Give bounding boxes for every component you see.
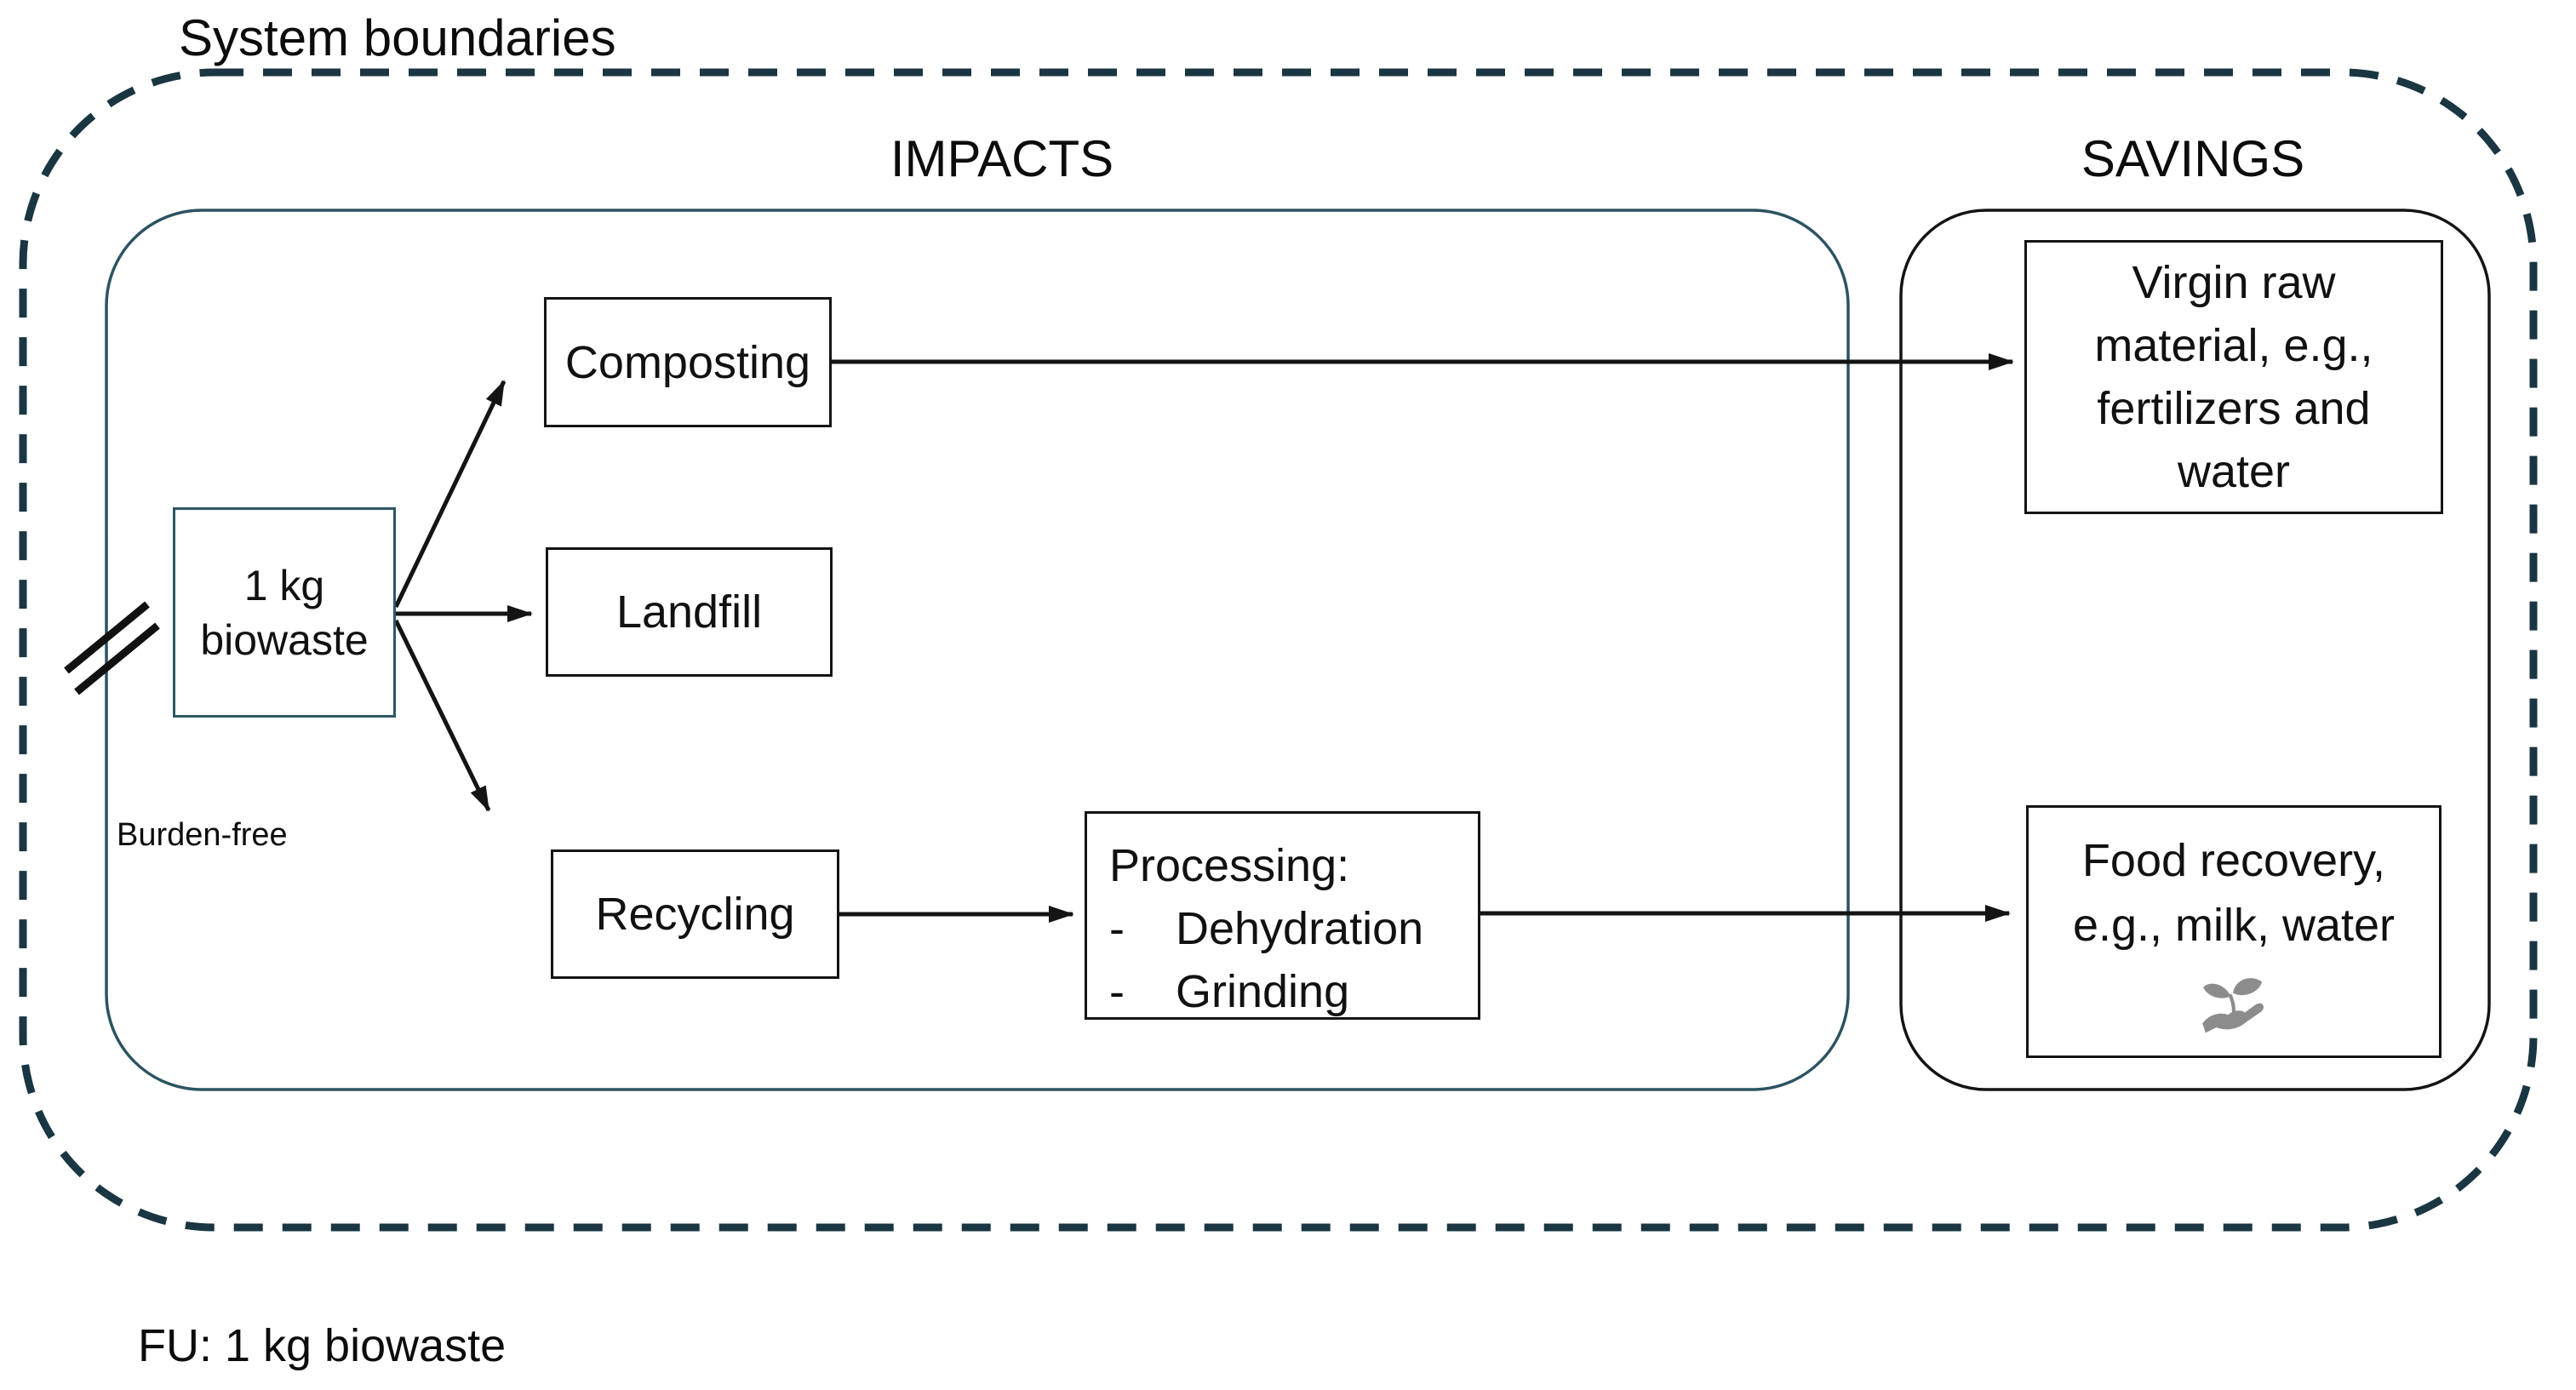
recycling-label: Recycling xyxy=(595,889,795,940)
biowaste-node: 1 kg biowaste xyxy=(173,507,396,718)
processing-item-dehydration: - Dehydration xyxy=(1109,897,1423,960)
biowaste-label-line1: 1 kg xyxy=(243,561,325,609)
savings-heading: SAVINGS xyxy=(2081,130,2305,187)
processing-node: Processing: - Dehydration - Grinding xyxy=(1085,811,1480,1020)
composting-label: Composting xyxy=(564,336,811,388)
impacts-container-outline xyxy=(105,209,1850,1091)
arrow-biowaste-to-composting xyxy=(393,380,507,609)
impacts-heading: IMPACTS xyxy=(890,130,1114,187)
functional-unit-label: FU: 1 kg biowaste xyxy=(138,1320,507,1371)
hand-holding-seedling-icon xyxy=(2202,978,2264,1033)
virgin-label-line3: fertilizers and xyxy=(2097,383,2371,434)
virgin-raw-material-node: Virgin raw material, e.g., fertilizers a… xyxy=(2024,240,2443,514)
bullet-dash: - xyxy=(1109,903,1125,954)
processing-item-label: Dehydration xyxy=(1176,903,1424,954)
food-label-line2: e.g., milk, water xyxy=(2072,900,2396,951)
landfill-label: Landfill xyxy=(615,586,763,638)
system-boundary-outline xyxy=(19,68,2538,1232)
savings-container-outline xyxy=(1899,209,2491,1091)
biowaste-label-line2: biowaste xyxy=(200,615,369,664)
burden-free-cutoff-marks xyxy=(64,601,160,695)
landfill-node: Landfill xyxy=(546,547,833,677)
food-recovery-node: Food recovery, e.g., milk, water xyxy=(2026,805,2441,1058)
recycling-node: Recycling xyxy=(551,849,839,979)
system-boundaries-title: System boundaries xyxy=(179,9,616,66)
flow-arrows xyxy=(393,353,2014,923)
virgin-label-line2: material, e.g., xyxy=(2094,320,2373,371)
processing-item-grinding: - Grinding xyxy=(1109,960,1349,1023)
processing-title: Processing: xyxy=(1109,840,1350,891)
arrow-biowaste-to-recycling xyxy=(393,619,491,812)
virgin-label-line4: water xyxy=(2177,446,2291,497)
burden-free-label: Burden-free xyxy=(117,817,288,853)
processing-item-label: Grinding xyxy=(1176,966,1350,1017)
virgin-label-line1: Virgin raw xyxy=(2132,257,2336,308)
bullet-dash: - xyxy=(1109,966,1125,1017)
composting-node: Composting xyxy=(544,297,832,427)
food-label-line1: Food recovery, xyxy=(2081,835,2386,886)
